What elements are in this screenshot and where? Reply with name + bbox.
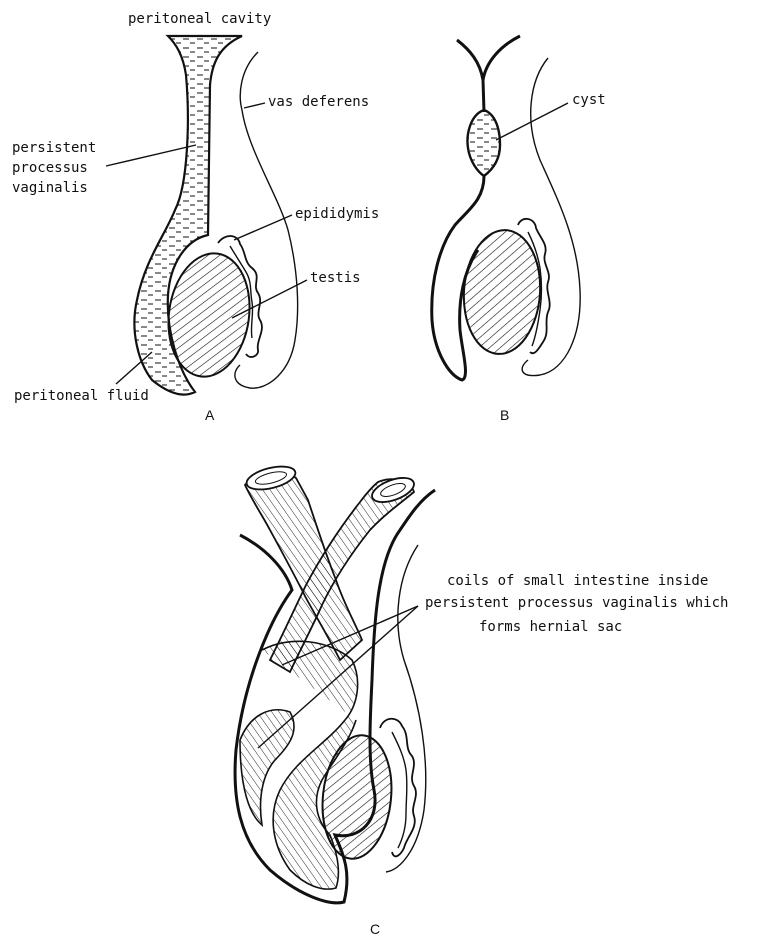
panel-letter-b: B [500,407,509,423]
label-peritoneal-cavity: peritoneal cavity [128,11,271,27]
label-peritoneal-fluid: peritoneal fluid [14,388,149,404]
panel-b: cyst B [432,36,606,423]
label-vas-deferens: vas deferens [268,94,369,110]
panel-letter-a: A [205,407,215,423]
cyst-b [468,110,500,176]
label-processus: processus [12,160,88,176]
panel-c: coils of small intestine inside persiste… [235,462,728,937]
label-persistent: persistent [12,140,96,156]
label-hernia-line-1: coils of small intestine inside [447,573,708,589]
panel-letter-c: C [370,921,380,937]
label-hernia-line-2: persistent processus vaginalis which [425,595,728,611]
label-cyst: cyst [572,92,606,108]
label-hernia-line-3: forms hernial sac [479,619,622,635]
label-testis: testis [310,270,361,286]
label-epididymis: epididymis [295,206,379,222]
testis-b [460,228,544,357]
label-vaginalis: vaginalis [12,180,88,196]
panel-a: peritoneal cavity vas deferens persisten… [12,11,379,423]
